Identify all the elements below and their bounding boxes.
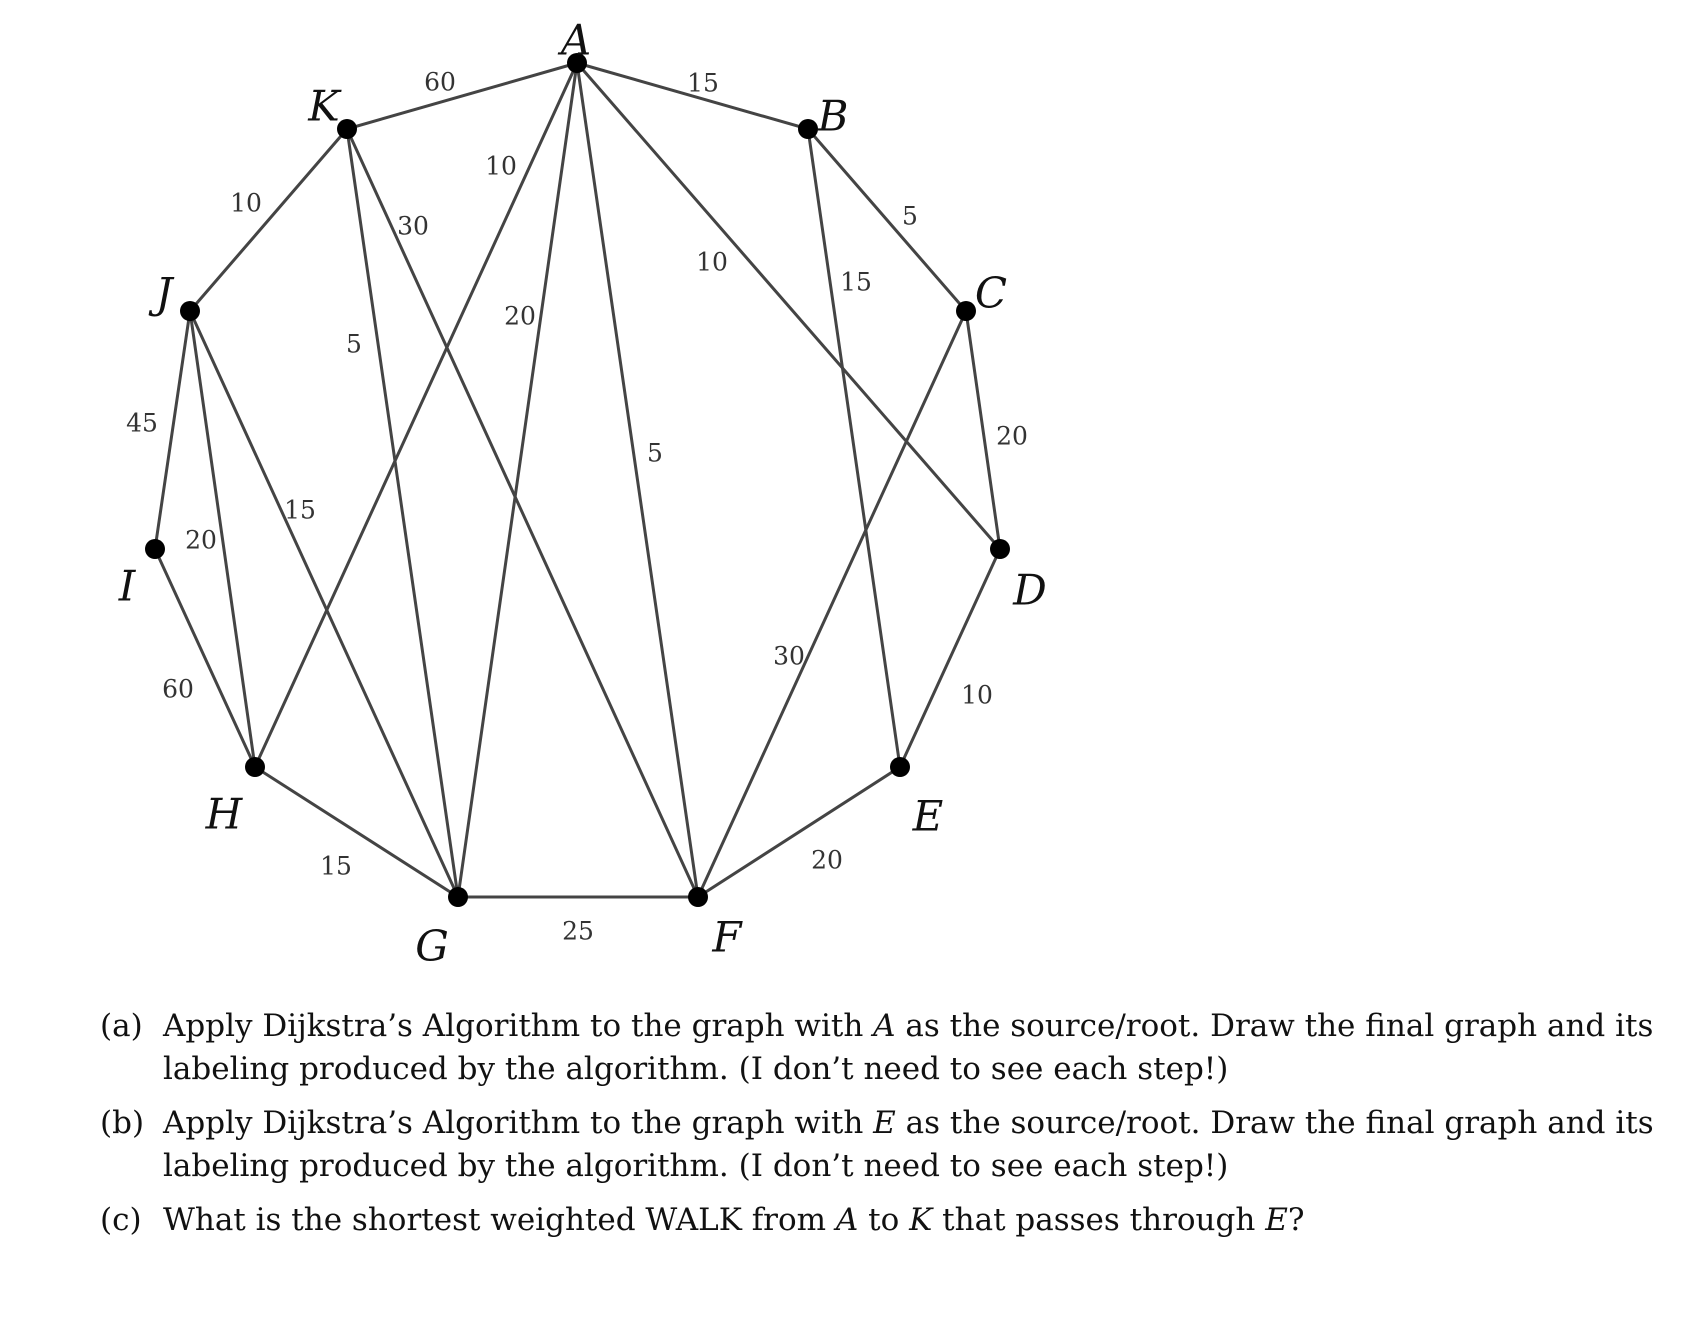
edge-h-i (153, 547, 257, 769)
edge-weight-label-i-j: 45 (126, 409, 158, 438)
edge-k-f (345, 127, 700, 899)
vertex-label-a: A (557, 16, 591, 65)
vertex-label-j: J (148, 269, 175, 318)
edge-a-b (575, 61, 810, 131)
question-text: Apply Dijkstra’s Algorithm to the graph … (163, 1008, 1654, 1087)
vertex-label-b: B (817, 92, 849, 141)
vertex-label-f: F (711, 913, 743, 962)
vertex-layer (145, 53, 1010, 907)
vertex-g (448, 887, 468, 907)
vertex-k (337, 119, 357, 139)
vertex-label-g: G (415, 922, 449, 971)
edge-k-g (345, 127, 460, 899)
edge-weight-label-g-h: 15 (320, 852, 352, 881)
vertex-j (180, 301, 200, 321)
question-marker: (b) (100, 1105, 145, 1141)
question-marker: (c) (100, 1202, 142, 1238)
question-text: What is the shortest weighted WALK from … (163, 1202, 1305, 1238)
edge-weight-label-j-k: 10 (230, 189, 262, 218)
edge-weight-label-e-f: 20 (811, 846, 843, 875)
vertex-e (890, 757, 910, 777)
edge-b-c (806, 127, 968, 313)
vertex-h (245, 757, 265, 777)
question-c: (c) What is the shortest weighted WALK f… (100, 1199, 1680, 1242)
vertex-label-layer: A B C D E F G H I J K (118, 16, 1047, 971)
edge-weight-label-b-c: 5 (902, 202, 918, 231)
edge-weight-label-c-d: 20 (996, 422, 1028, 451)
question-list: (a) Apply Dijkstra’s Algorithm to the gr… (100, 1005, 1680, 1253)
edge-weight-label-j-g: 15 (284, 496, 316, 525)
edge-j-h (188, 309, 257, 769)
edge-k-a (345, 61, 579, 131)
edge-weight-label-k-g: 5 (346, 330, 362, 359)
vertex-b (798, 119, 818, 139)
edge-weight-label-a-f: 5 (647, 439, 663, 468)
vertex-c (956, 301, 976, 321)
edge-weight-label-j-h: 20 (185, 526, 217, 555)
vertex-i (145, 539, 165, 559)
edge-a-d (575, 61, 1002, 551)
edge-weight-label-a-b: 15 (687, 69, 719, 98)
edge-a-g (456, 61, 579, 899)
edge-j-g (188, 309, 460, 899)
vertex-label-i: I (118, 562, 137, 611)
vertex-label-e: E (912, 792, 944, 841)
edge-weight-label-c-f: 30 (773, 642, 805, 671)
edge-weight-label-a-h: 10 (485, 152, 517, 181)
edge-c-d (964, 309, 1002, 551)
edge-a-h (253, 61, 579, 769)
vertex-label-d: D (1012, 566, 1047, 615)
edge-b-e (806, 127, 902, 769)
weight-label-layer: 60 15 5 20 10 20 25 15 60 45 10 10 20 5 10 30 5 15 30 20 15 (126, 68, 1028, 946)
edge-i-j (153, 309, 192, 551)
edge-weight-label-k-f: 30 (397, 212, 429, 241)
edge-weight-label-f-g: 25 (562, 917, 594, 946)
edge-d-e (898, 547, 1002, 769)
edge-j-k (188, 127, 349, 313)
vertex-label-h: H (205, 790, 244, 839)
vertex-f (688, 887, 708, 907)
vertex-d (990, 539, 1010, 559)
edge-weight-label-k-a: 60 (424, 68, 456, 97)
question-a: (a) Apply Dijkstra’s Algorithm to the gr… (100, 1005, 1680, 1091)
question-marker: (a) (100, 1008, 143, 1044)
edge-weight-label-a-g: 20 (504, 302, 536, 331)
vertex-a (567, 53, 587, 73)
edge-e-f (696, 765, 902, 899)
vertex-label-k: K (307, 82, 342, 131)
edge-layer (153, 61, 1002, 899)
question-text: Apply Dijkstra’s Algorithm to the graph … (163, 1105, 1654, 1184)
edge-weight-label-b-e: 15 (840, 268, 872, 297)
question-b: (b) Apply Dijkstra’s Algorithm to the gr… (100, 1102, 1680, 1188)
edge-weight-label-d-e: 10 (961, 681, 993, 710)
edge-weight-label-a-d: 10 (696, 248, 728, 277)
edge-weight-label-h-i: 60 (162, 675, 194, 704)
edge-c-f (696, 309, 968, 899)
vertex-label-c: C (975, 269, 1007, 318)
edge-a-f (575, 61, 700, 899)
edge-g-h (253, 765, 460, 899)
